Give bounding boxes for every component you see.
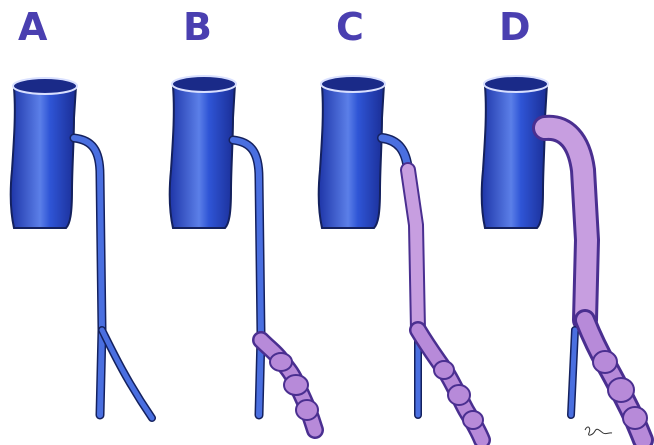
varicosity-bulge [608,378,634,402]
vein-illustration-d [489,0,652,445]
deep-vein-trunk [482,84,547,228]
varicosity-bulge [463,411,483,429]
varicosity-bulge [434,361,454,379]
varicosity-bulge [270,353,292,371]
panel-c: C [326,0,489,445]
panel-d: D [489,0,652,445]
deep-vein-opening [321,76,385,92]
deep-vein-trunk [319,84,384,228]
deep-vein-trunk [11,86,76,228]
varicosity-bulge [448,385,470,405]
varicosity-bulge [593,351,617,373]
deep-vein-opening [484,76,548,92]
deep-vein-opening [172,76,236,92]
varicosity-bulge [284,375,308,395]
deep-vein-trunk [170,84,235,228]
panel-b: B [163,0,326,445]
vein-illustration-c [326,0,489,445]
varicosity-bulge [623,407,647,429]
panel-a: A [0,0,163,445]
varicosity-bulge [296,400,318,420]
deep-vein-opening [13,78,77,94]
vein-illustration-a [0,0,163,445]
artist-signature [585,427,612,435]
vein-illustration-b [163,0,326,445]
